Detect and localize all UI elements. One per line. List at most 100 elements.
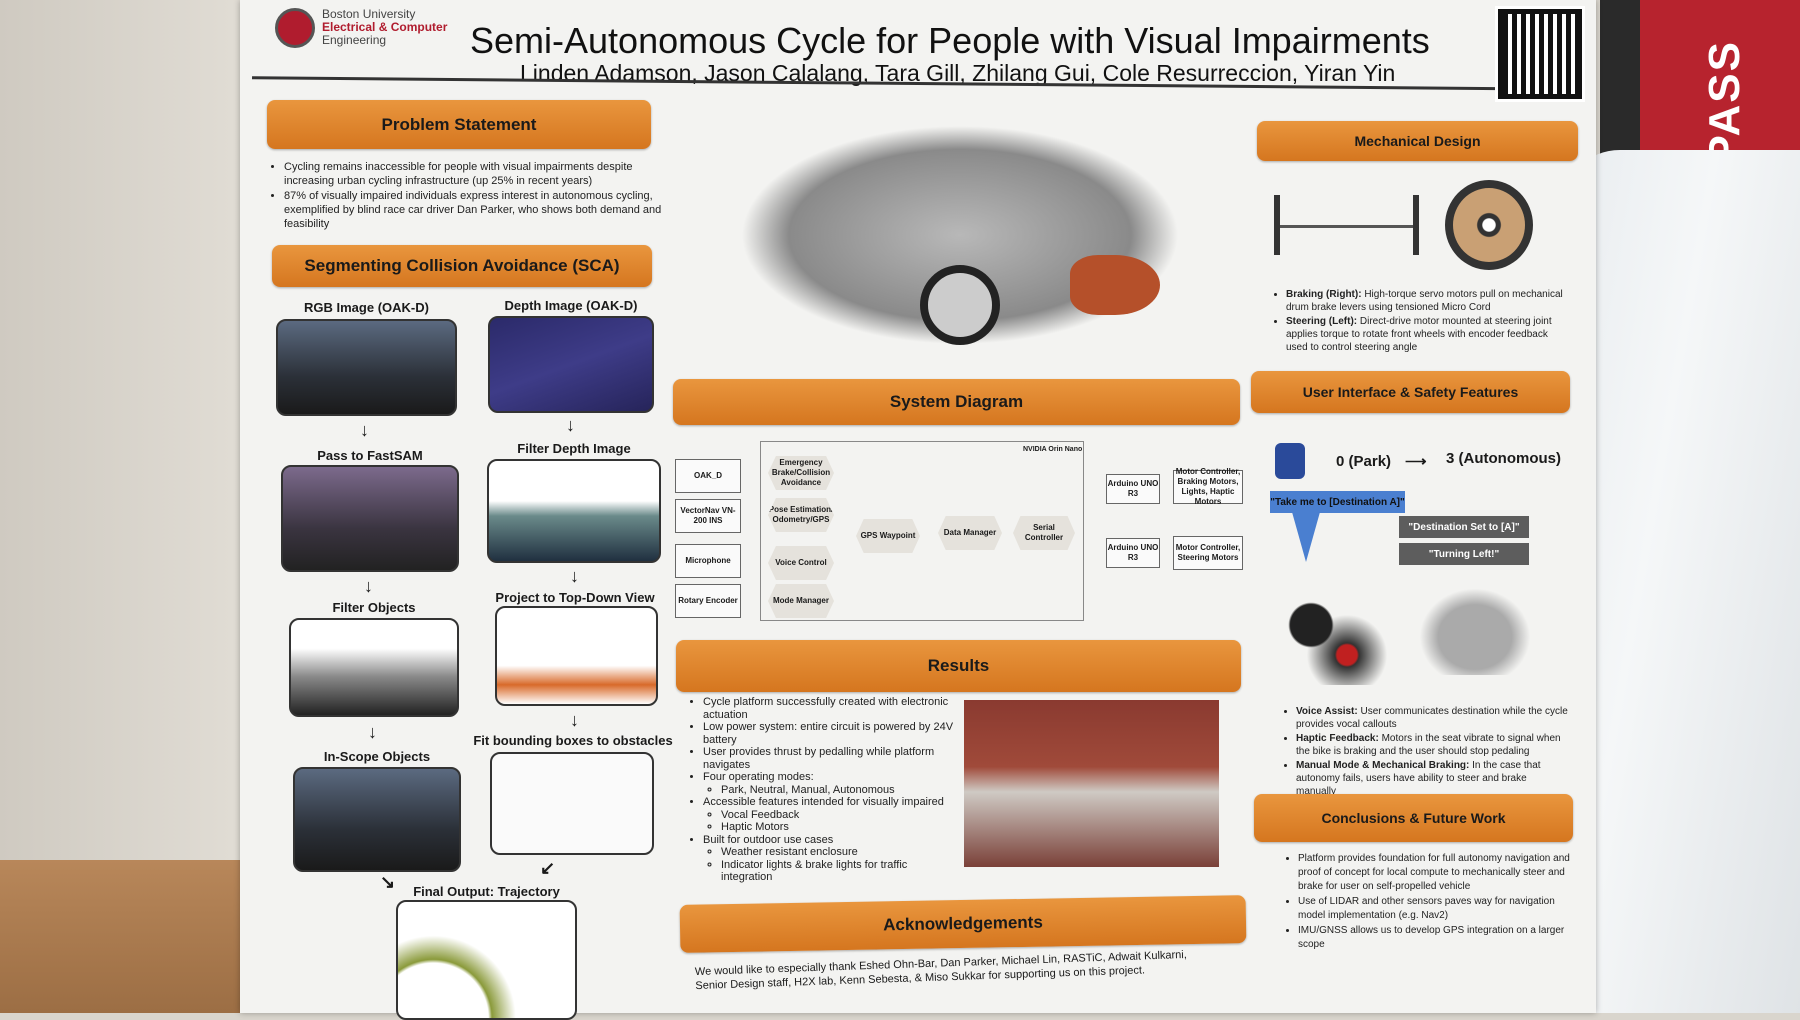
cycle-wheel <box>920 265 1000 345</box>
rgb-image <box>276 319 457 416</box>
bullet-text: Built for outdoor use cases <box>703 833 834 846</box>
bullet: Use of LIDAR and other sensors paves way… <box>1298 895 1570 923</box>
ui-bullets: Voice Assist: User communicates destinat… <box>1278 705 1568 799</box>
input-vectornav: VectorNav VN-200 INS <box>675 499 741 533</box>
fastsam-label: Pass to FastSAM <box>317 448 423 463</box>
cycle-bubble-2: "Turning Left!" <box>1399 543 1529 565</box>
sub-bullet: Haptic Motors <box>721 821 961 834</box>
logo-line: Engineering <box>322 33 387 47</box>
cycle-illustration <box>1410 580 1540 675</box>
arrow-down: ↓ <box>364 576 373 596</box>
filter-objects-image <box>289 618 459 717</box>
results-bullet: Four operating modes:Park, Neutral, Manu… <box>703 771 961 796</box>
acknowledgements-text: We would like to especially thank Eshed … <box>694 948 1188 993</box>
filter-depth-image <box>487 459 661 563</box>
node-gps: GPS Waypoint <box>856 519 920 553</box>
bullet-text: Direct-drive motor mounted at steering j… <box>1286 316 1552 353</box>
final-output-label: Final Output: Trajectory <box>413 884 560 899</box>
brake-axle <box>1280 225 1413 228</box>
orin-label: NVIDIA Orin Nano <box>1023 446 1083 453</box>
arrow-diagonal: ↘ <box>380 872 396 892</box>
problem-statement-header: Problem Statement <box>267 100 651 149</box>
cycle-nose <box>1070 255 1160 315</box>
conclusions-bullets: Platform provides foundation for full au… <box>1280 852 1570 953</box>
arrow-down: ↓ <box>368 722 377 742</box>
mode-to: 3 (Autonomous) <box>1446 450 1561 467</box>
results-bullets: Cycle platform successfully created with… <box>685 696 961 884</box>
node-ebrake: Emergency Brake/Collision Avoidance <box>768 456 834 490</box>
bullet: Manual Mode & Mechanical Braking: In the… <box>1296 759 1568 798</box>
bullet: Voice Assist: User communicates destinat… <box>1296 705 1568 731</box>
input-microphone: Microphone <box>675 544 741 578</box>
filter-depth-label: Filter Depth Image <box>517 441 631 456</box>
orin-container <box>760 441 1084 621</box>
sub-bullet: Weather resistant enclosure <box>721 846 961 859</box>
sub-bullet: Indicator lights & brake lights for traf… <box>721 859 961 884</box>
bullet-text: Low power system: entire circuit is powe… <box>703 721 954 746</box>
bullet: Haptic Feedback: Motors in the seat vibr… <box>1296 732 1568 758</box>
topdown-label: Project to Top-Down View <box>495 590 655 605</box>
cycle-photo <box>964 700 1219 867</box>
results-bullet: Accessible features intended for visuall… <box>703 796 961 834</box>
poster-title: Semi-Autonomous Cycle for People with Vi… <box>470 20 1430 61</box>
results-bullet: User provides thrust by pedalling while … <box>703 746 961 771</box>
arrow-diagonal: ↙ <box>540 858 556 878</box>
cycle-bubble-1: "Destination Set to [A]" <box>1399 516 1529 538</box>
logo-text: Boston University Electrical & Computer … <box>322 8 447 47</box>
final-output-image <box>396 900 577 1020</box>
bullet-text: Accessible features intended for visuall… <box>703 796 944 808</box>
brake-diagram <box>1274 195 1419 255</box>
person-white-shirt <box>1560 150 1800 1013</box>
problem-bullets: Cycling remains inaccessible for people … <box>266 160 666 232</box>
bullet-bold: Braking (Right): <box>1286 289 1362 300</box>
fastsam-image <box>281 465 459 572</box>
sub-bullet: Vocal Feedback <box>721 809 961 822</box>
bullet-text: Cycle platform successfully created with… <box>703 696 949 721</box>
depth-label: Depth Image (OAK-D) <box>504 298 638 313</box>
bullet-text: High-torque servo motors pull on mechani… <box>1286 289 1563 313</box>
arrow-down: ↓ <box>570 710 579 730</box>
bullet-bold: Manual Mode & Mechanical Braking: <box>1296 760 1470 771</box>
bullet-text: Motors in the seat vibrate to signal whe… <box>1296 733 1561 757</box>
drum-brake-diagram <box>1445 180 1533 270</box>
bullet-text: User provides thrust by pedalling while … <box>703 746 935 771</box>
arrow-down: ↓ <box>360 420 369 440</box>
bbox-label: Fit bounding boxes to obstacles <box>473 733 673 748</box>
results-bullet: Low power system: entire circuit is powe… <box>703 721 961 746</box>
bubble-tail <box>1292 512 1320 562</box>
bullet: Steering (Left): Direct-drive motor moun… <box>1286 315 1568 354</box>
topdown-image <box>495 606 658 706</box>
bu-logo <box>275 8 315 48</box>
arrow-down: ↓ <box>570 566 579 586</box>
node-data-manager: Data Manager <box>938 516 1002 550</box>
mode-knob-icon <box>1275 443 1305 479</box>
bullet: Cycling remains inaccessible for people … <box>284 160 666 188</box>
filter-objects-label: Filter Objects <box>332 600 416 615</box>
mode-from: 0 (Park) <box>1336 453 1392 470</box>
input-rotary-encoder: Rotary Encoder <box>675 584 741 618</box>
conclusions-header: Conclusions & Future Work <box>1254 794 1573 842</box>
bullet-text: User communicates destination while the … <box>1296 706 1568 730</box>
system-diagram-header: System Diagram <box>673 379 1240 425</box>
node-serial: Serial Controller <box>1013 516 1075 550</box>
results-bullet: Built for outdoor use casesWeather resis… <box>703 834 961 884</box>
inscope-image <box>293 767 461 872</box>
qr-code <box>1495 6 1585 102</box>
bullet-text: Four operating modes: <box>703 771 814 783</box>
rgb-label: RGB Image (OAK-D) <box>304 300 429 315</box>
node-voice: Voice Control <box>768 546 834 580</box>
arrow-down: ↓ <box>566 415 575 435</box>
logo-line: Boston University <box>322 7 416 21</box>
poster: Boston University Electrical & Computer … <box>240 0 1596 1020</box>
rider-illustration <box>1275 585 1395 685</box>
bullet-bold: Haptic Feedback: <box>1296 733 1379 744</box>
sub-bullet: Park, Neutral, Manual, Autonomous <box>721 784 961 797</box>
sca-header: Segmenting Collision Avoidance (SCA) <box>272 245 652 287</box>
node-pose: Pose Estimation/ Odometry/GPS <box>768 498 834 532</box>
results-bullet: Cycle platform successfully created with… <box>703 696 961 721</box>
user-speech-bubble: "Take me to [Destination A]" <box>1270 491 1405 513</box>
output-1: Motor Controller, Braking Motors, Lights… <box>1173 467 1243 506</box>
mode-arrow: ⟶ <box>1405 453 1427 470</box>
bullet-bold: Steering (Left): <box>1286 316 1358 327</box>
inscope-label: In-Scope Objects <box>323 749 431 764</box>
